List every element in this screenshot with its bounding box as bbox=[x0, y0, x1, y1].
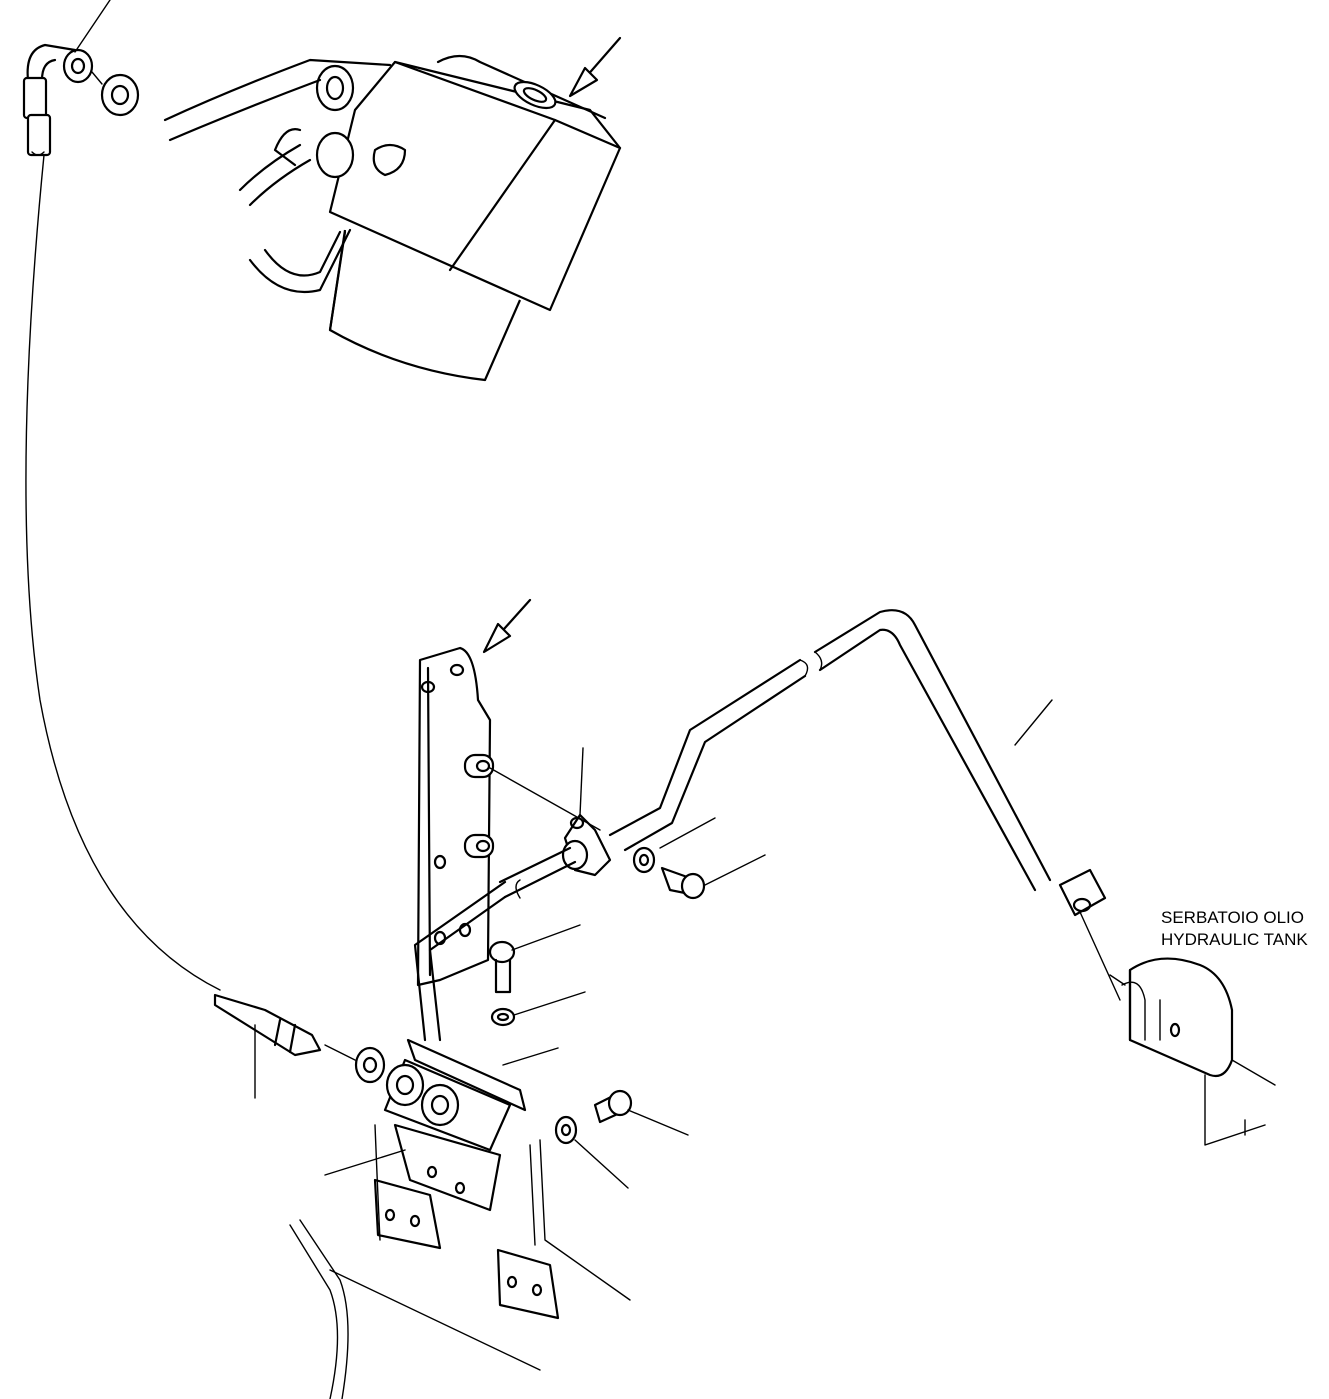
frame-outline bbox=[289, 1124, 631, 1399]
hydraulic-hose-assembly bbox=[22, 0, 221, 991]
clamp-and-bolt bbox=[489, 747, 766, 900]
hose-end-fitting bbox=[213, 993, 356, 1099]
support-bracket bbox=[416, 598, 532, 987]
tank-label-english: HYDRAULIC TANK bbox=[1161, 930, 1308, 949]
fitting-block bbox=[354, 1038, 559, 1152]
valve-block-assembly bbox=[163, 36, 622, 382]
bolt-and-washer-vertical bbox=[488, 924, 586, 1027]
hydraulic-tank bbox=[1109, 957, 1276, 1146]
mounting-plate bbox=[324, 1123, 560, 1320]
rigid-pipe-to-tank bbox=[608, 609, 1121, 1001]
lower-pipe bbox=[413, 846, 577, 1042]
tank-label-italian: SERBATOIO OLIO bbox=[1161, 908, 1304, 927]
side-bolt-washer bbox=[554, 1089, 689, 1189]
